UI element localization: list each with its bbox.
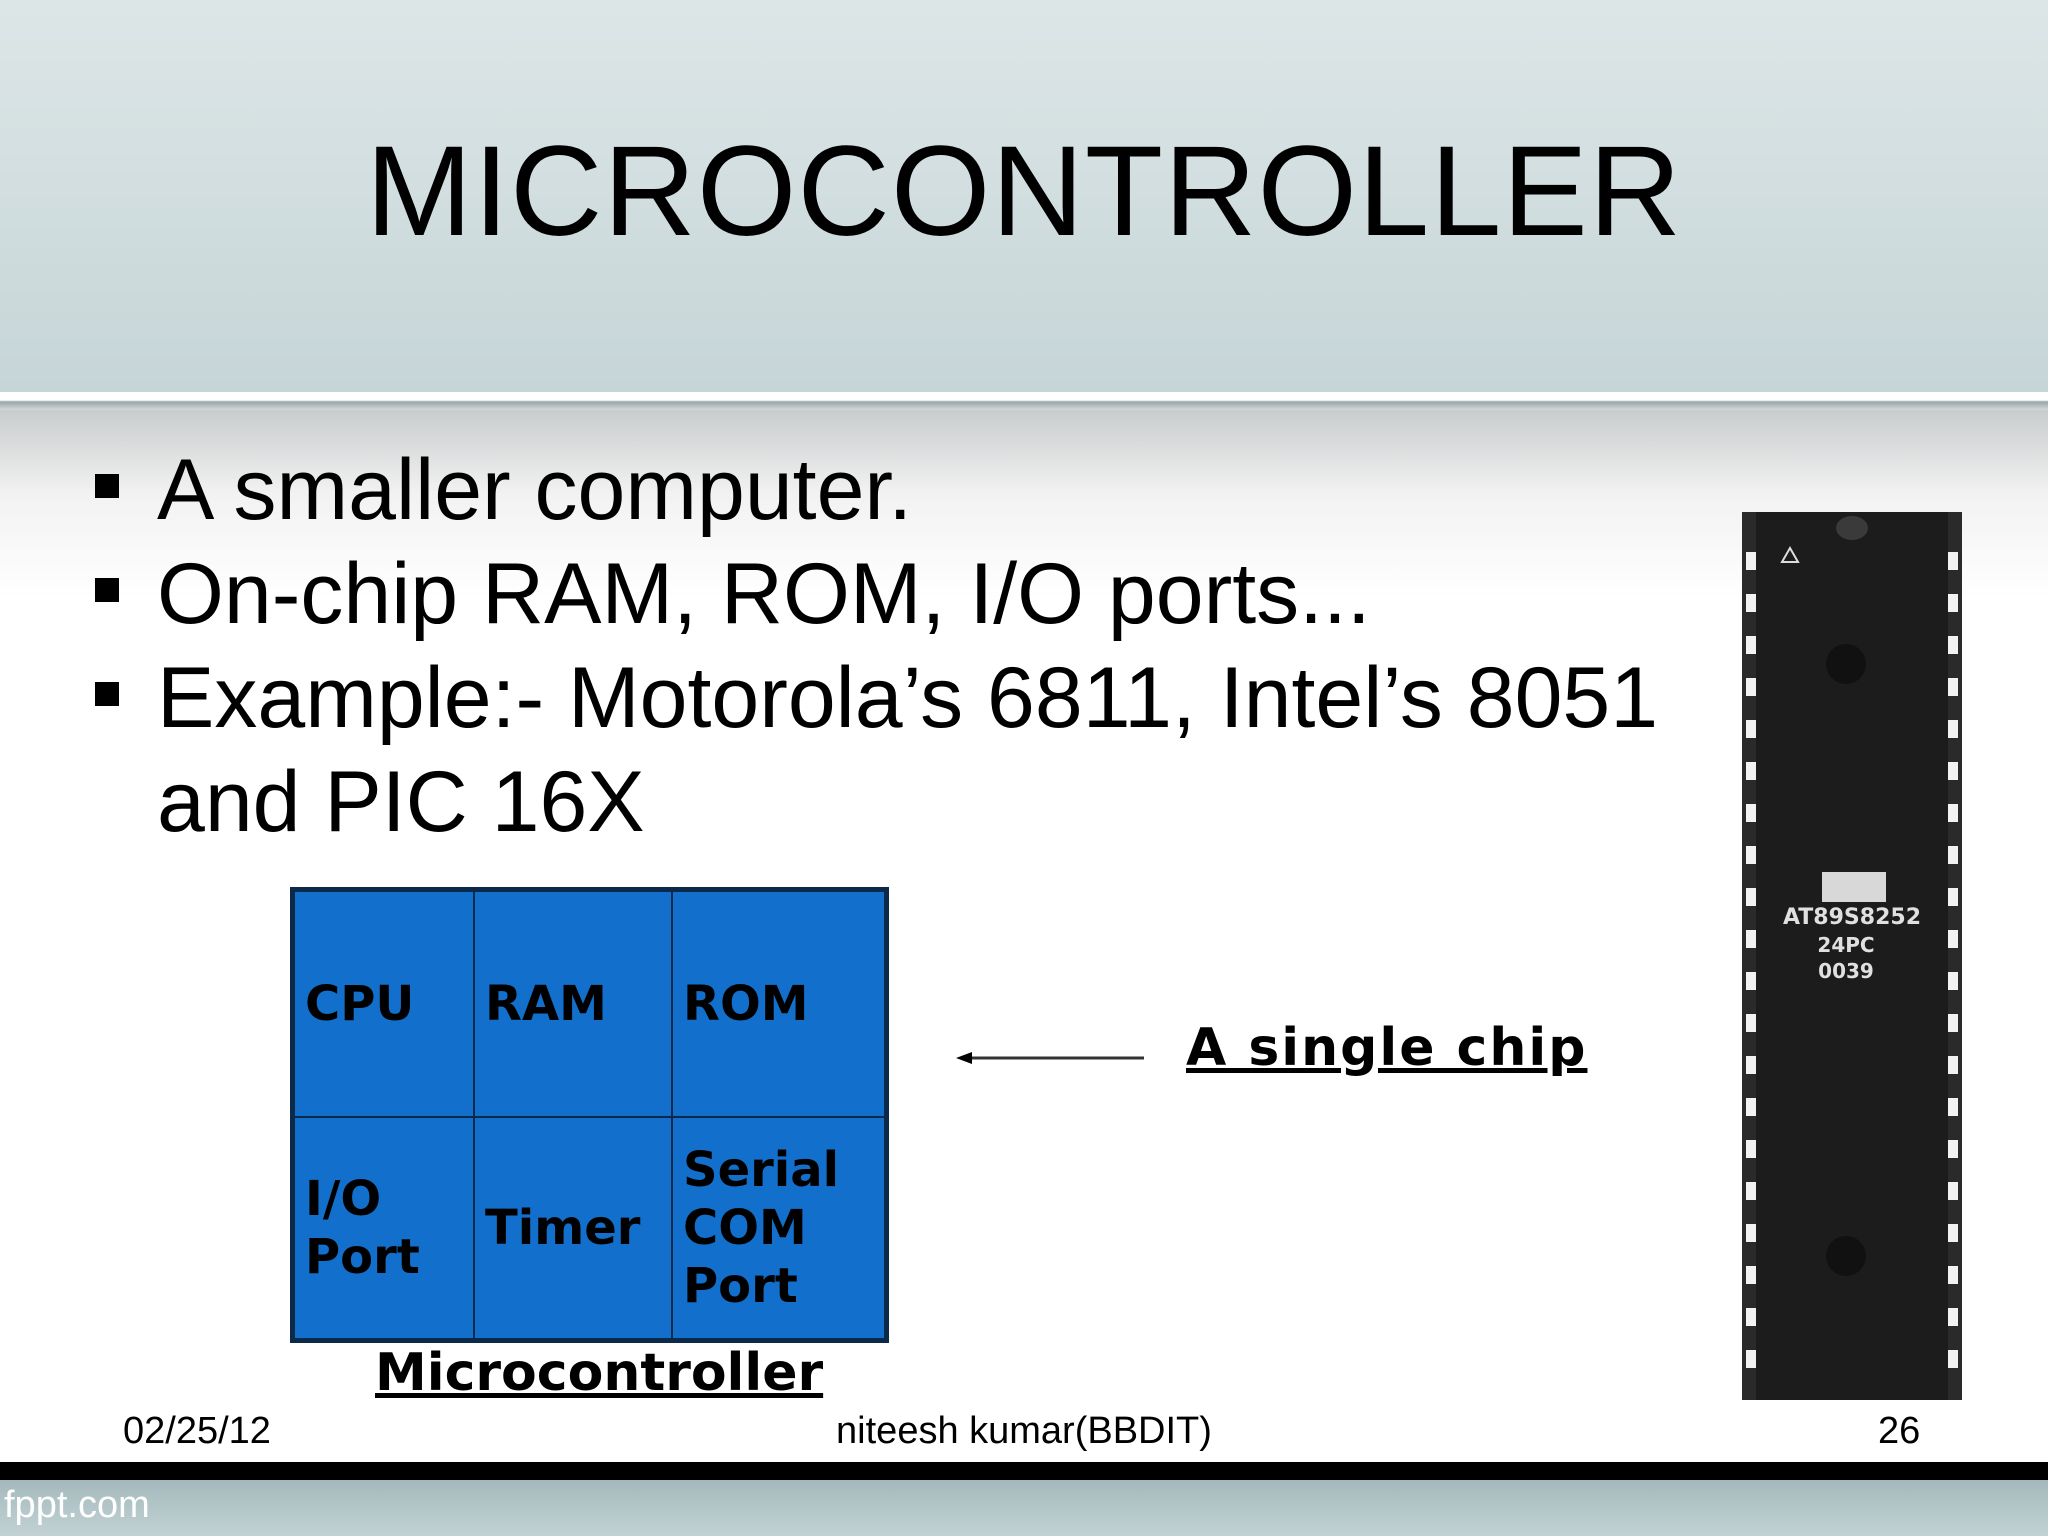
chip-pin [1746,1308,1756,1326]
chip-pin [1948,846,1958,864]
chip-pin [1948,888,1958,906]
footer-author: niteesh kumar(BBDIT) [836,1410,1212,1452]
square-bullet-icon [95,474,119,498]
header-divider [0,392,2048,410]
chip-pin [1948,552,1958,570]
chip-pin [1746,1098,1756,1116]
serial-label-line1: Serial [683,1142,840,1198]
dip-chip-photo: AT89S8252 24PC 0039 [1742,512,1962,1400]
bullet-text: Example:- Motorola’s 6811, Intel’s 8051 … [157,650,1659,850]
chip-pin [1746,888,1756,906]
square-bullet-icon [95,682,119,706]
chip-pin [1948,594,1958,612]
chip-pin [1746,1182,1756,1200]
chip-pin [1746,972,1756,990]
chip-pin [1948,1350,1958,1368]
chip-pin [1948,678,1958,696]
rom-label: ROM [683,976,809,1032]
chip-pin [1948,1224,1958,1242]
cpu-block: CPU [293,890,475,1118]
chip-pin [1746,636,1756,654]
chip-pin [1746,1140,1756,1158]
bullet-text: On-chip RAM, ROM, I/O ports... [157,546,1371,642]
diagram-caption: Microcontroller [375,1343,824,1403]
chip-pin [1948,762,1958,780]
chip-pin [1746,594,1756,612]
bullet-item: A smaller computer. [95,438,1795,542]
chip-pin [1948,1056,1958,1074]
chip-pins-right [1948,552,1958,1368]
ram-block: RAM [473,890,673,1118]
chip-pins-left [1746,552,1756,1368]
bullet-item: Example:- Motorola’s 6811, Intel’s 8051 … [95,646,1795,854]
chip-marking-2: 24PC [1817,933,1874,957]
chip-pin [1746,552,1756,570]
bullet-list: A smaller computer. On-chip RAM, ROM, I/… [95,438,1795,854]
chip-pin [1948,1098,1958,1116]
atmel-logo-icon [1822,872,1886,902]
chip-pin [1746,804,1756,822]
timer-label: Timer [485,1200,641,1256]
cpu-label: CPU [305,976,415,1032]
bullet-item: On-chip RAM, ROM, I/O ports... [95,542,1795,646]
chip-marking-3: 0039 [1818,959,1874,983]
serial-com-port-block: Serial COM Port [671,1116,886,1340]
chip-pin [1746,1056,1756,1074]
chip-pin [1948,1182,1958,1200]
chip-pin [1948,636,1958,654]
io-label-line2: Port [305,1229,420,1285]
chip-pin [1948,1014,1958,1032]
serial-label-line3: Port [683,1258,798,1314]
slide-title: MICROCONTROLLER [365,120,1683,263]
chip-pin [1948,1266,1958,1284]
footer-strip [0,1480,2048,1536]
microcontroller-block-diagram: CPU RAM ROM I/O Port Timer Serial COM Po… [290,887,889,1343]
io-label-line1: I/O [305,1171,382,1227]
footer-page-number: 26 [1878,1410,1921,1452]
chip-pin [1746,762,1756,780]
chip-pin [1746,678,1756,696]
chip-pin [1948,804,1958,822]
ram-label: RAM [485,976,607,1032]
square-bullet-icon [95,578,119,602]
footer-bar [0,1462,2048,1480]
bullet-text: A smaller computer. [157,442,913,538]
chip-pin [1948,972,1958,990]
footer-date: 02/25/12 [123,1410,271,1452]
chip-pin [1948,1308,1958,1326]
chip-pin [1948,720,1958,738]
chip-pin [1746,1266,1756,1284]
chip-pin [1948,930,1958,948]
timer-block: Timer [473,1116,673,1340]
chip-pin [1746,720,1756,738]
chip-pin [1948,1140,1958,1158]
watermark-logo: fppt.com [4,1484,150,1526]
serial-label-line2: COM [683,1200,807,1256]
io-port-block: I/O Port [293,1116,475,1340]
chip-pin [1746,1350,1756,1368]
chip-pin [1746,1014,1756,1032]
chip-marking-1: AT89S8252 [1783,905,1921,930]
slide-header [0,0,2048,392]
chip-pin [1746,846,1756,864]
chip-pin [1746,1224,1756,1242]
rom-block: ROM [671,890,886,1118]
chip-pin [1746,930,1756,948]
left-arrow-icon [956,1052,1144,1064]
single-chip-label: A single chip [1186,1018,1588,1078]
